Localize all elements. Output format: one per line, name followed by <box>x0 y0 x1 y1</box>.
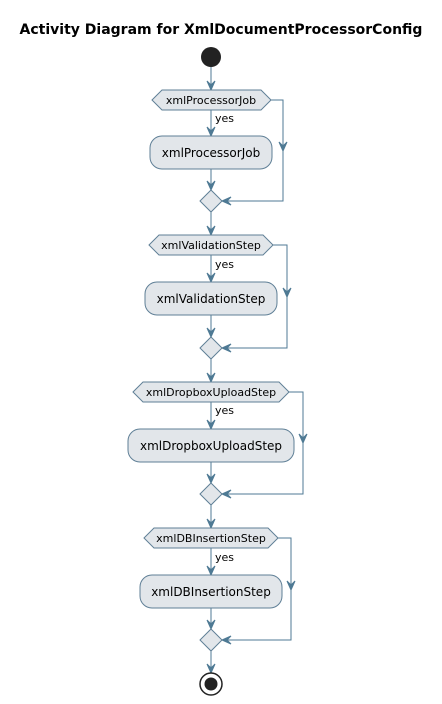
arrowhead <box>278 141 288 153</box>
action-node-2 <box>144 281 278 316</box>
merge-node-3 <box>199 482 223 506</box>
arrowhead <box>206 473 216 485</box>
step-3: xmlDropboxUploadStep yes xmlDropboxUploa… <box>127 381 295 506</box>
branch-label-2: yes <box>215 258 234 271</box>
arrowhead <box>286 580 296 592</box>
decision-node-3 <box>132 381 290 403</box>
action-label-4: xmlDBInsertionStep <box>151 585 271 599</box>
arrowhead <box>206 518 216 530</box>
decision-label-1: xmlProcessorJob <box>166 94 256 107</box>
arrowhead <box>282 287 292 299</box>
step-1: xmlProcessorJob yes xmlProcessorJob <box>149 89 273 213</box>
arrowhead <box>206 126 216 138</box>
decision-node-2 <box>148 234 274 256</box>
merge-node-2 <box>199 336 223 360</box>
action-label-2: xmlValidationStep <box>157 292 266 306</box>
branch-label-4: yes <box>215 551 234 564</box>
arrowhead <box>206 327 216 339</box>
arrowhead <box>220 196 232 206</box>
arrowhead <box>206 419 216 431</box>
step-2: xmlValidationStep yes xmlValidationStep <box>144 234 278 360</box>
arrowhead <box>206 565 216 577</box>
step-4: xmlDBInsertionStep yes xmlDBInsertionSte… <box>139 527 283 652</box>
arrowhead <box>298 433 308 445</box>
action-label-3: xmlDropboxUploadStep <box>140 439 282 453</box>
action-node-1 <box>149 135 273 170</box>
decision-label-2: xmlValidationStep <box>161 239 261 252</box>
arrowhead <box>206 663 216 675</box>
arrowhead <box>220 343 232 353</box>
decision-node-1 <box>151 89 272 111</box>
arrowhead <box>206 225 216 237</box>
merge-node-4 <box>199 628 223 652</box>
decision-node-4 <box>143 527 279 549</box>
decision-label-3: xmlDropboxUploadStep <box>146 386 276 399</box>
arrowhead <box>206 272 216 284</box>
action-node-3 <box>127 428 295 463</box>
arrowhead <box>206 80 216 92</box>
diagram-title: Activity Diagram for XmlDocumentProcesso… <box>20 22 423 38</box>
edges <box>206 67 308 675</box>
arrowhead <box>206 180 216 192</box>
branch-label-1: yes <box>215 112 234 125</box>
action-label-1: xmlProcessorJob <box>162 146 260 160</box>
merge-node-1 <box>199 189 223 213</box>
decision-label-4: xmlDBInsertionStep <box>156 532 266 545</box>
arrowhead <box>206 372 216 384</box>
action-node-4 <box>139 574 283 609</box>
end-node <box>199 672 223 696</box>
arrowhead <box>206 619 216 631</box>
arrowhead <box>220 489 232 499</box>
branch-label-3: yes <box>215 404 234 417</box>
start-node <box>201 47 221 67</box>
arrowhead <box>220 635 232 645</box>
